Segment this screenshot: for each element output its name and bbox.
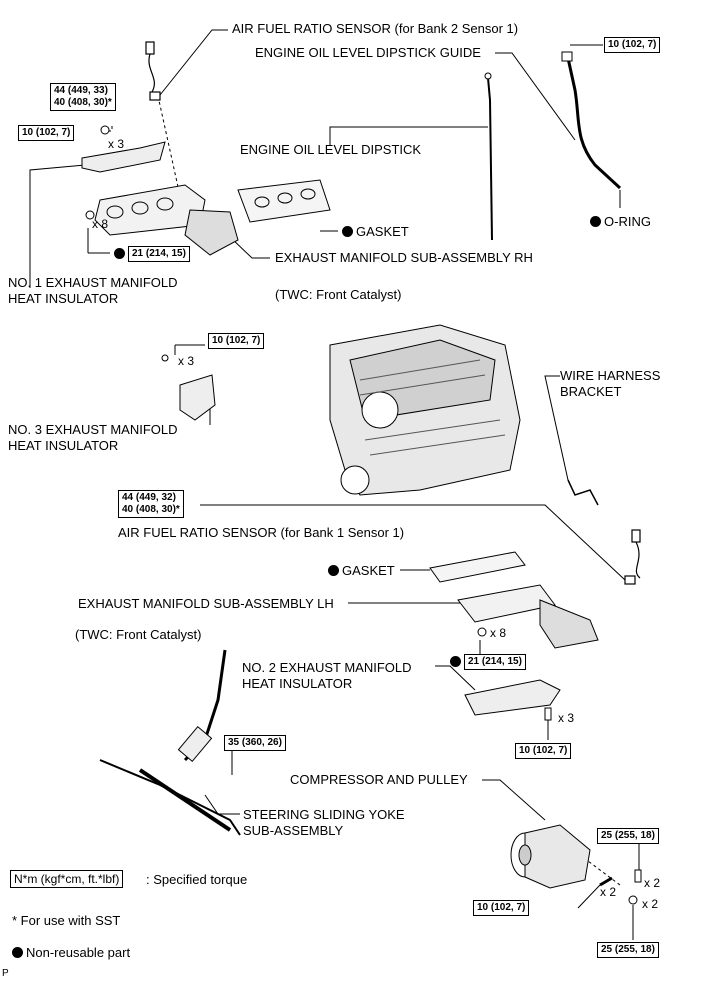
torque-manifold-lh-wrap [450,654,464,670]
dipstick-guide-shape [566,57,622,190]
non-reusable-dot-icon [12,947,23,958]
af-sensor-bank2-label: AIR FUEL RATIO SENSOR (for Bank 2 Sensor… [232,21,519,36]
torque-compressor-stud: 10 (102, 7) [473,900,530,916]
leader-af-bank1 [200,504,626,581]
corner-mark: P [2,968,9,979]
torque-steering: 35 (360, 26) [224,735,286,751]
no3-insulator-shape [179,374,216,421]
non-reusable-dot-icon [590,216,601,227]
dipstick-guide-label: ENGINE OIL LEVEL DIPSTICK GUIDE [255,45,481,60]
leader-dipstick [329,126,488,145]
legend-sst-note: * For use with SST [12,913,121,928]
gasket-rh-label: GASKET [342,224,409,240]
non-reusable-dot-icon [342,226,353,237]
qty-compressor-stud: x 2 [600,885,617,899]
non-reusable-dot-icon [328,565,339,576]
gasket-lh-shape [429,551,526,583]
legend-torque-unit: N*m (kgf*cm, ft.*lbf) [10,870,124,888]
qty-manifold-lh: x 8 [490,626,507,640]
no1-insulator-shape [81,141,166,173]
torque-manifold-rh: 21 (214, 15) [128,246,190,262]
qty-insulator2: x 3 [558,711,575,725]
leader-no1 [29,164,86,288]
steering-shape [99,649,241,836]
qty-insulator1: x 3 [108,137,125,151]
legend-torque-desc: : Specified torque [146,872,248,887]
dipstick-shape [487,77,493,241]
compressor-label: COMPRESSOR AND PULLEY [290,772,468,787]
legend-non-reusable: Non-reusable part [12,945,130,961]
torque-af-bank2: 44 (449, 33)40 (408, 30)* [50,83,116,111]
manifold-rh-shape [85,184,239,256]
dipstick-label: ENGINE OIL LEVEL DIPSTICK [240,142,422,157]
engine-shape [329,324,521,496]
torque-manifold-rh-wrap [114,246,128,262]
manifold-lh-label: EXHAUST MANIFOLD SUB-ASSEMBLY LH [78,596,334,611]
leader-dipstick-guide [495,52,576,141]
compressor-shape [510,824,591,889]
o-ring-label: O-RING [590,214,651,230]
af-sensor-bank1-shape [624,529,641,585]
leader-wire-harness [544,375,569,481]
gasket-lh-label: GASKET [328,563,395,579]
manifold-lh-shape [457,584,599,649]
qty-compressor-nut: x 2 [642,897,659,911]
af-sensor-bank2-shape [145,41,161,101]
torque-manifold-lh: 21 (214, 15) [464,654,526,670]
torque-insulator2: 10 (102, 7) [515,743,572,759]
qty-insulator3: x 3 [178,354,195,368]
leader-compressor [482,779,546,821]
torque-dipstick-guide: 10 (102, 7) [604,37,661,53]
torque-insulator1: 10 (102, 7) [18,125,75,141]
twc-front-lh-label: (TWC: Front Catalyst) [75,627,202,642]
non-reusable-dot-icon [114,248,125,259]
twc-front-rh-label: (TWC: Front Catalyst) [275,287,402,302]
wire-harness-bracket-shape [567,479,599,506]
torque-compressor-nut: 25 (255, 18) [597,942,659,958]
non-reusable-dot-icon [450,656,461,667]
leader-manifold-rh [229,236,270,259]
torque-af-bank1: 44 (449, 32)40 (408, 30)* [118,490,184,518]
qty-compressor-bolt: x 2 [644,876,661,890]
qty-manifold-rh: x 8 [92,217,109,231]
leader-af-bank2 [159,29,228,96]
leader-no2 [435,665,476,691]
torque-compressor-bolt: 25 (255, 18) [597,828,659,844]
af-sensor-bank1-label: AIR FUEL RATIO SENSOR (for Bank 1 Sensor… [118,525,405,540]
no2-insulator-shape [464,679,561,716]
torque-insulator3: 10 (102, 7) [208,333,265,349]
gasket-rh-shape [237,179,331,223]
manifold-rh-label: EXHAUST MANIFOLD SUB-ASSEMBLY RH [275,250,533,265]
